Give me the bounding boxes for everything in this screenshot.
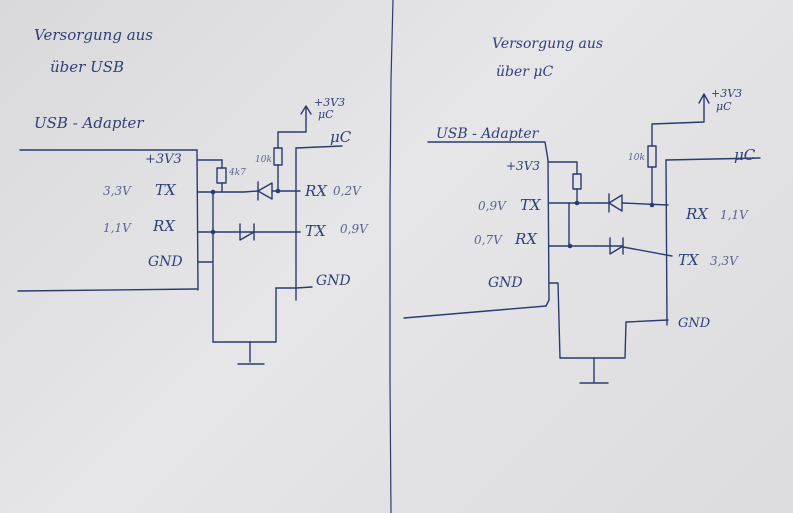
right-usb-bottom-line (403, 305, 547, 319)
right-diode2-body (609, 237, 624, 255)
left-uc-pin-gnd: GND (316, 273, 351, 289)
left-uc-pin-rx: RX (304, 182, 328, 200)
left-junction-uc-rx (275, 188, 281, 194)
right-uc-top-line (665, 157, 761, 161)
left-uc-tx-voltage: 0,9V (340, 222, 369, 236)
left-junction-tx (210, 189, 216, 195)
right-title-line2: über μC (496, 64, 554, 80)
right-usb-pin-rx: RX (514, 230, 538, 248)
right-pullup-resistor (572, 173, 582, 190)
left-usb-label: USB - Adapter (34, 114, 144, 132)
right-supply-sub: μC (716, 100, 732, 113)
left-diode2-body (239, 223, 255, 241)
right-junction-tx (574, 200, 580, 206)
left-title-line1: Versorgung aus (34, 26, 153, 44)
left-10k-label: 10k (255, 155, 272, 165)
right-supply-arrow (698, 93, 710, 104)
right-uc-label: μC (734, 146, 756, 164)
left-usb-edge (196, 149, 199, 291)
right-supply-label: +3V3 (711, 87, 742, 100)
right-rx-voltage: 0,7V (474, 233, 503, 247)
right-10k-resistor (647, 145, 657, 168)
right-gnd-loop (548, 282, 669, 359)
left-tx-voltage: 3,3V (103, 184, 132, 198)
right-uc-rx-voltage: 1,1V (720, 208, 749, 222)
left-4k7-resistor (216, 167, 227, 184)
left-diagram: Versorgung aus über USB USB - Adapter +3… (17, 26, 369, 365)
left-uc-rx-voltage: 0,2V (333, 184, 362, 198)
right-uc-pin-gnd: GND (678, 316, 711, 331)
right-junction-uc-rx (649, 202, 655, 208)
right-uc-tx-voltage: 3,3V (710, 254, 739, 268)
right-diode2-wire (622, 246, 673, 257)
right-uc-edge (665, 159, 668, 326)
right-tx-voltage: 0,9V (478, 199, 507, 213)
left-junction-rx (210, 229, 216, 235)
left-uc-top-line (295, 145, 343, 149)
right-10k-label: 10k (628, 153, 645, 163)
left-uc-label: μC (330, 128, 352, 146)
right-supply-wire (651, 95, 705, 147)
right-usb-edge (545, 159, 550, 307)
right-usb-label: USB - Adapter (436, 126, 540, 142)
left-usb-pin-rx: RX (152, 217, 176, 235)
left-usb-bottom-line (17, 288, 198, 292)
right-3v3-stub (548, 161, 578, 175)
right-title-line1: Versorgung aus (492, 36, 603, 52)
left-rx-voltage: 1,1V (103, 221, 132, 235)
left-uc-gnd-wire (275, 286, 313, 289)
right-usb-pin-tx: TX (520, 196, 542, 214)
left-supply-sub: μC (318, 108, 334, 121)
left-supply-wire (277, 107, 307, 149)
right-uc-pin-tx: TX (678, 251, 700, 269)
left-supply-arrow (300, 105, 312, 115)
left-title-line2: über USB (50, 58, 124, 76)
left-diode1-body (257, 182, 273, 200)
right-usb-pin-gnd: GND (488, 275, 523, 291)
right-diagram: Versorgung aus über μC USB - Adapter +3V… (403, 36, 761, 384)
left-supply-label: +3V3 (314, 96, 345, 109)
right-uc-pin-rx: RX (685, 205, 709, 223)
left-gnd-loop (212, 191, 277, 343)
page-divider (389, 0, 394, 513)
right-diode1-wire (621, 202, 669, 206)
left-usb-pin-gnd: GND (148, 254, 183, 270)
left-10k-resistor (273, 147, 283, 166)
left-4k7-label: 4k7 (228, 168, 246, 178)
right-usb-top-line (427, 141, 549, 161)
right-usb-pin-3v3: +3V3 (506, 159, 540, 173)
left-usb-pin-3v3: +3V3 (145, 152, 182, 167)
right-diode1-body (608, 194, 623, 212)
left-uc-pin-tx: TX (305, 222, 327, 240)
left-usb-pin-tx: TX (155, 181, 177, 199)
